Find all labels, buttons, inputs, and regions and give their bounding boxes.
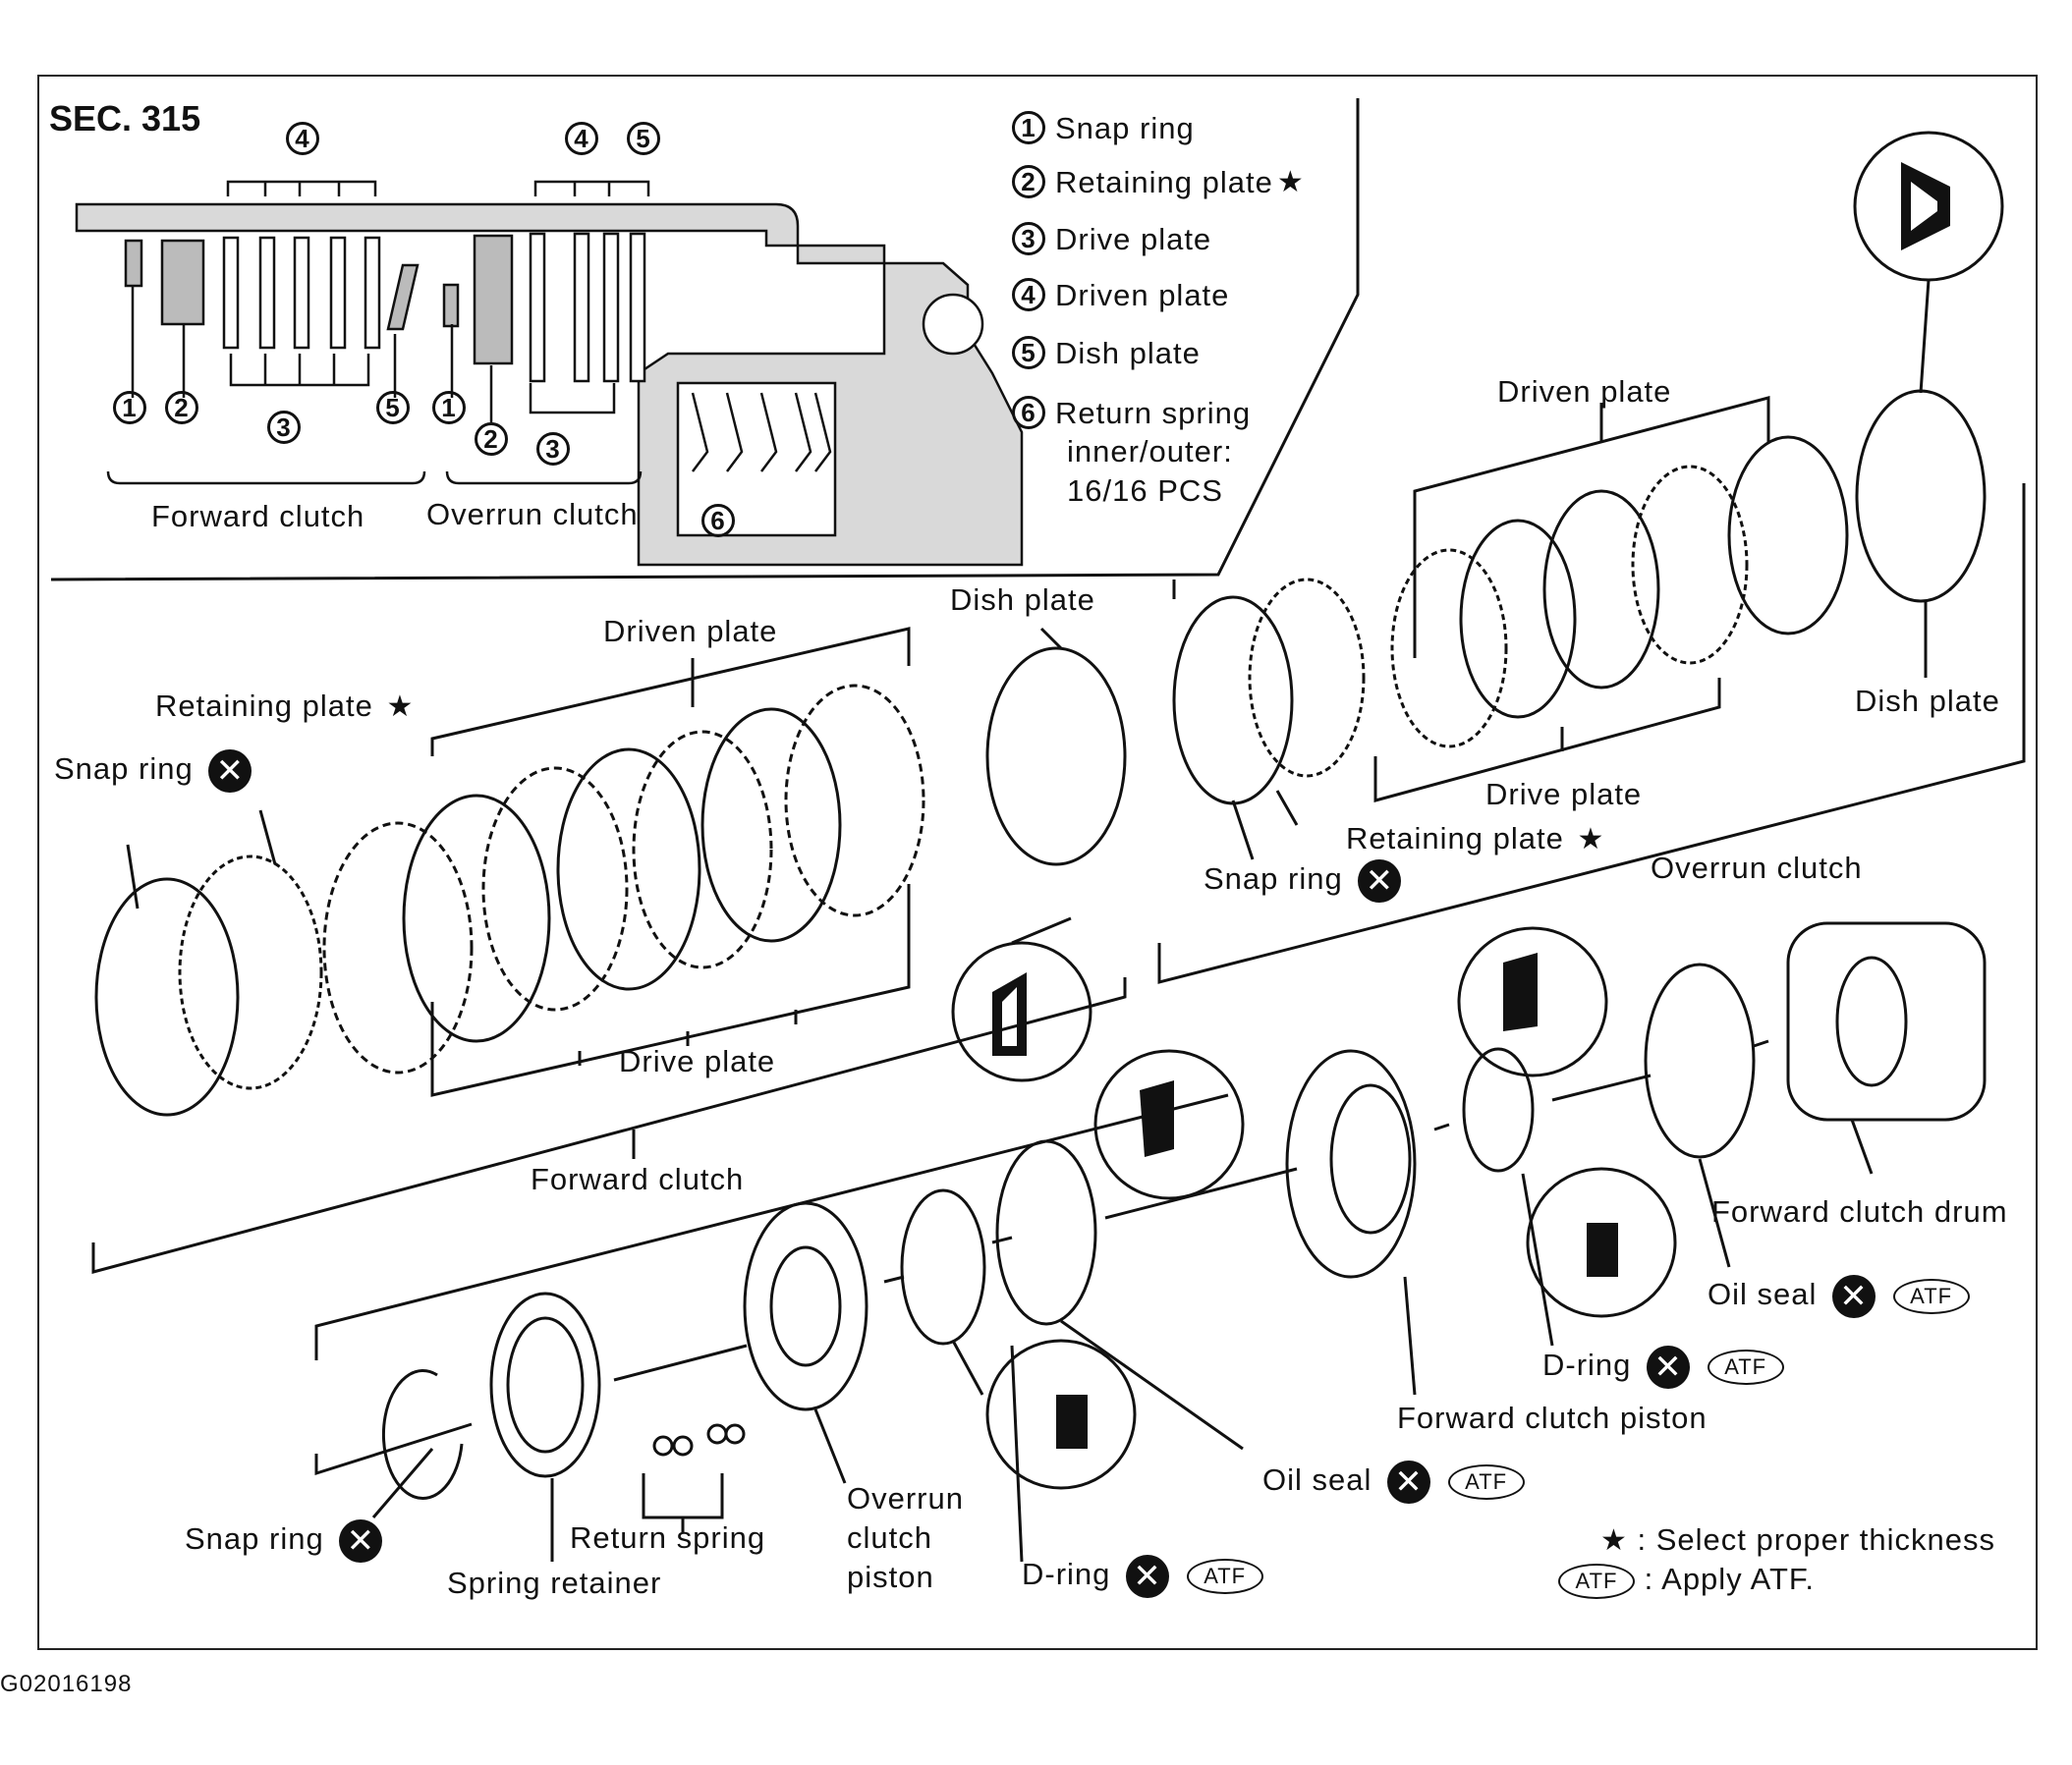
label-d-ring-lower: D-ring ✕ ATF [1022,1555,1263,1598]
legend-text-line2: inner/outer: [1067,434,1233,469]
note-apply-atf: ATF : Apply ATF. [1550,1564,1815,1599]
replace-icon: ✕ [208,749,252,793]
legend-text: Dish plate [1055,336,1201,370]
legend-text-line3: 16/16 PCS [1067,473,1223,508]
legend-text: Drive plate [1055,222,1212,256]
legend-item-3: 3 Drive plate [1012,222,1211,257]
label-retaining-plate-overrun: Retaining plate ★ [1346,821,1605,855]
label-d-ring-upper: D-ring ✕ ATF [1542,1346,1784,1389]
atf-icon: ATF [1892,1279,1970,1314]
callout-1: 1 [432,391,476,424]
callout-4: 4 [565,122,608,155]
callout-6: 6 [701,504,745,537]
legend-item-1: 1 Snap ring [1012,111,1195,146]
label-overrun-clutch-piston-1: Overrun [847,1481,964,1516]
inset-forward-clutch-label: Forward clutch [151,499,365,533]
callout-5: 5 [627,122,670,155]
callout-2: 2 [165,391,208,424]
label-oil-seal-upper: Oil seal ✕ ATF [1708,1275,1970,1318]
label-dish-plate-overrun: Dish plate [1855,684,2000,718]
atf-icon: ATF [1558,1564,1635,1599]
cross-section-drawing [75,180,1024,567]
inset-divider [50,98,1360,581]
label-snap-ring: Snap ring ✕ [54,749,252,793]
callout-number: 1 [1012,111,1045,144]
label-overrun-clutch: Overrun clutch [1651,851,1863,885]
label-overrun-clutch-piston-2: clutch [847,1520,932,1555]
replace-icon: ✕ [1387,1461,1430,1504]
inset-overrun-clutch-label: Overrun clutch [426,497,639,531]
label-drive-plate: Drive plate [619,1044,776,1078]
legend-text: Retaining plate [1055,165,1273,199]
replace-icon: ✕ [339,1519,383,1563]
callout-4: 4 [286,122,329,155]
legend-item-4: 4 Driven plate [1012,278,1229,313]
label-snap-ring-lower: Snap ring ✕ [185,1519,383,1563]
label-return-spring: Return spring [570,1520,766,1555]
replace-icon: ✕ [1126,1555,1170,1598]
label-forward-clutch: Forward clutch [531,1162,745,1196]
star-icon: ★ [386,690,415,723]
legend-text: Return spring [1055,396,1252,430]
legend-text: Snap ring [1055,111,1195,145]
callout-number: 5 [1012,336,1045,369]
diagram-frame [37,75,2038,1650]
star-icon: ★ [1600,1524,1628,1557]
callout-3: 3 [267,411,310,444]
overrun-clutch-plates [1172,389,1987,805]
label-snap-ring-overrun: Snap ring ✕ [1204,859,1402,903]
section-number: SEC. 315 [49,98,201,138]
label-dish-plate: Dish plate [950,582,1095,617]
label-overrun-clutch-piston-3: piston [847,1560,934,1594]
callout-number: 2 [1012,165,1045,198]
label-driven-plate-overrun: Driven plate [1497,374,1672,409]
label-drive-plate-overrun: Drive plate [1485,777,1643,811]
label-driven-plate: Driven plate [603,614,778,648]
legend-item-6: 6 Return spring [1012,396,1251,431]
lower-parts [381,921,1987,1532]
label-forward-clutch-piston: Forward clutch piston [1397,1401,1708,1435]
callout-number: 3 [1012,222,1045,255]
callout-3: 3 [536,432,580,466]
star-icon: ★ [1276,166,1305,198]
replace-icon: ✕ [1647,1346,1691,1389]
label-spring-retainer: Spring retainer [447,1566,662,1600]
callout-5: 5 [376,391,420,424]
legend-item-5: 5 Dish plate [1012,336,1201,371]
legend-item-2: 2 Retaining plate ★ [1012,165,1305,200]
atf-icon: ATF [1707,1350,1784,1385]
forward-clutch-plates [94,646,1127,1117]
star-icon: ★ [1577,823,1605,855]
callout-number: 4 [1012,278,1045,311]
atf-icon: ATF [1447,1464,1525,1500]
atf-icon: ATF [1186,1559,1263,1594]
note-select-thickness: ★ : Select proper thickness [1600,1522,1995,1557]
replace-icon: ✕ [1832,1275,1876,1318]
label-retaining-plate: Retaining plate ★ [155,689,415,723]
callout-2: 2 [475,422,518,456]
figure-id: G02016198 [0,1671,133,1697]
callout-1: 1 [113,391,156,424]
label-oil-seal-lower: Oil seal ✕ ATF [1262,1461,1525,1504]
callout-number: 6 [1012,396,1045,429]
replace-icon: ✕ [1358,859,1402,903]
legend-text: Driven plate [1055,278,1230,312]
label-forward-clutch-drum: Forward clutch drum [1711,1194,2008,1229]
